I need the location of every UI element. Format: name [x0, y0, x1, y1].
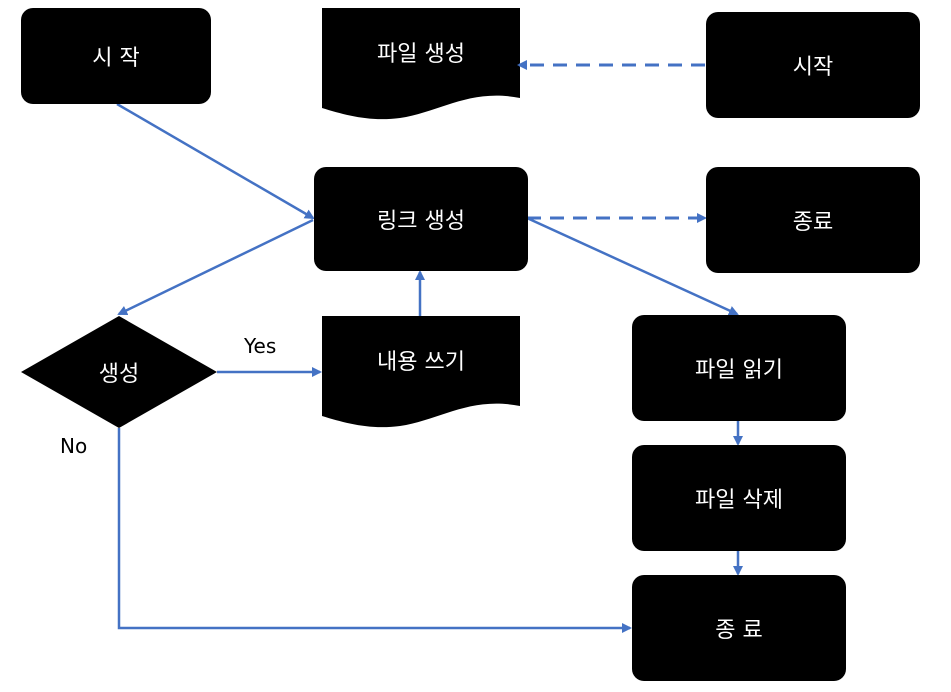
- decision-create-node: 생성: [21, 344, 217, 400]
- end-bottom-node: 종 료: [632, 575, 846, 681]
- start-right-node: 시작: [706, 12, 920, 118]
- start-left-node: 시 작: [21, 8, 211, 104]
- link-create-label: 링크 생성: [377, 209, 465, 234]
- start-left-label: 시 작: [92, 46, 140, 71]
- end-bottom-label: 종 료: [715, 618, 763, 643]
- decision-diamond-shape: [21, 316, 217, 428]
- start-right-label: 시작: [792, 55, 834, 80]
- end-right-node: 종료: [706, 167, 920, 273]
- decision-create-label: 생성: [98, 362, 140, 387]
- no-edge-label: No: [60, 434, 88, 458]
- file-create-node: 파일 생성: [322, 8, 520, 96]
- end-right-label: 종료: [792, 210, 834, 235]
- yes-edge-label: Yes: [244, 334, 277, 358]
- write-content-node: 내용 쓰기: [322, 316, 520, 404]
- write-content-label: 내용 쓰기: [377, 350, 465, 375]
- file-create-document-shape: [322, 8, 520, 120]
- file-delete-node: 파일 삭제: [632, 445, 846, 551]
- edge-link-to-decision: [117, 218, 314, 316]
- write-content-document-shape: [322, 316, 520, 428]
- link-create-node: 링크 생성: [314, 167, 528, 271]
- file-read-node: 파일 읽기: [632, 315, 846, 421]
- edge-link-to-read: [526, 216, 739, 316]
- edge-start-to-link: [116, 102, 315, 220]
- file-delete-label: 파일 삭제: [695, 488, 783, 513]
- edge-decision-no-to-end: [117, 428, 632, 633]
- file-create-label: 파일 생성: [377, 42, 465, 67]
- file-read-label: 파일 읽기: [695, 358, 783, 383]
